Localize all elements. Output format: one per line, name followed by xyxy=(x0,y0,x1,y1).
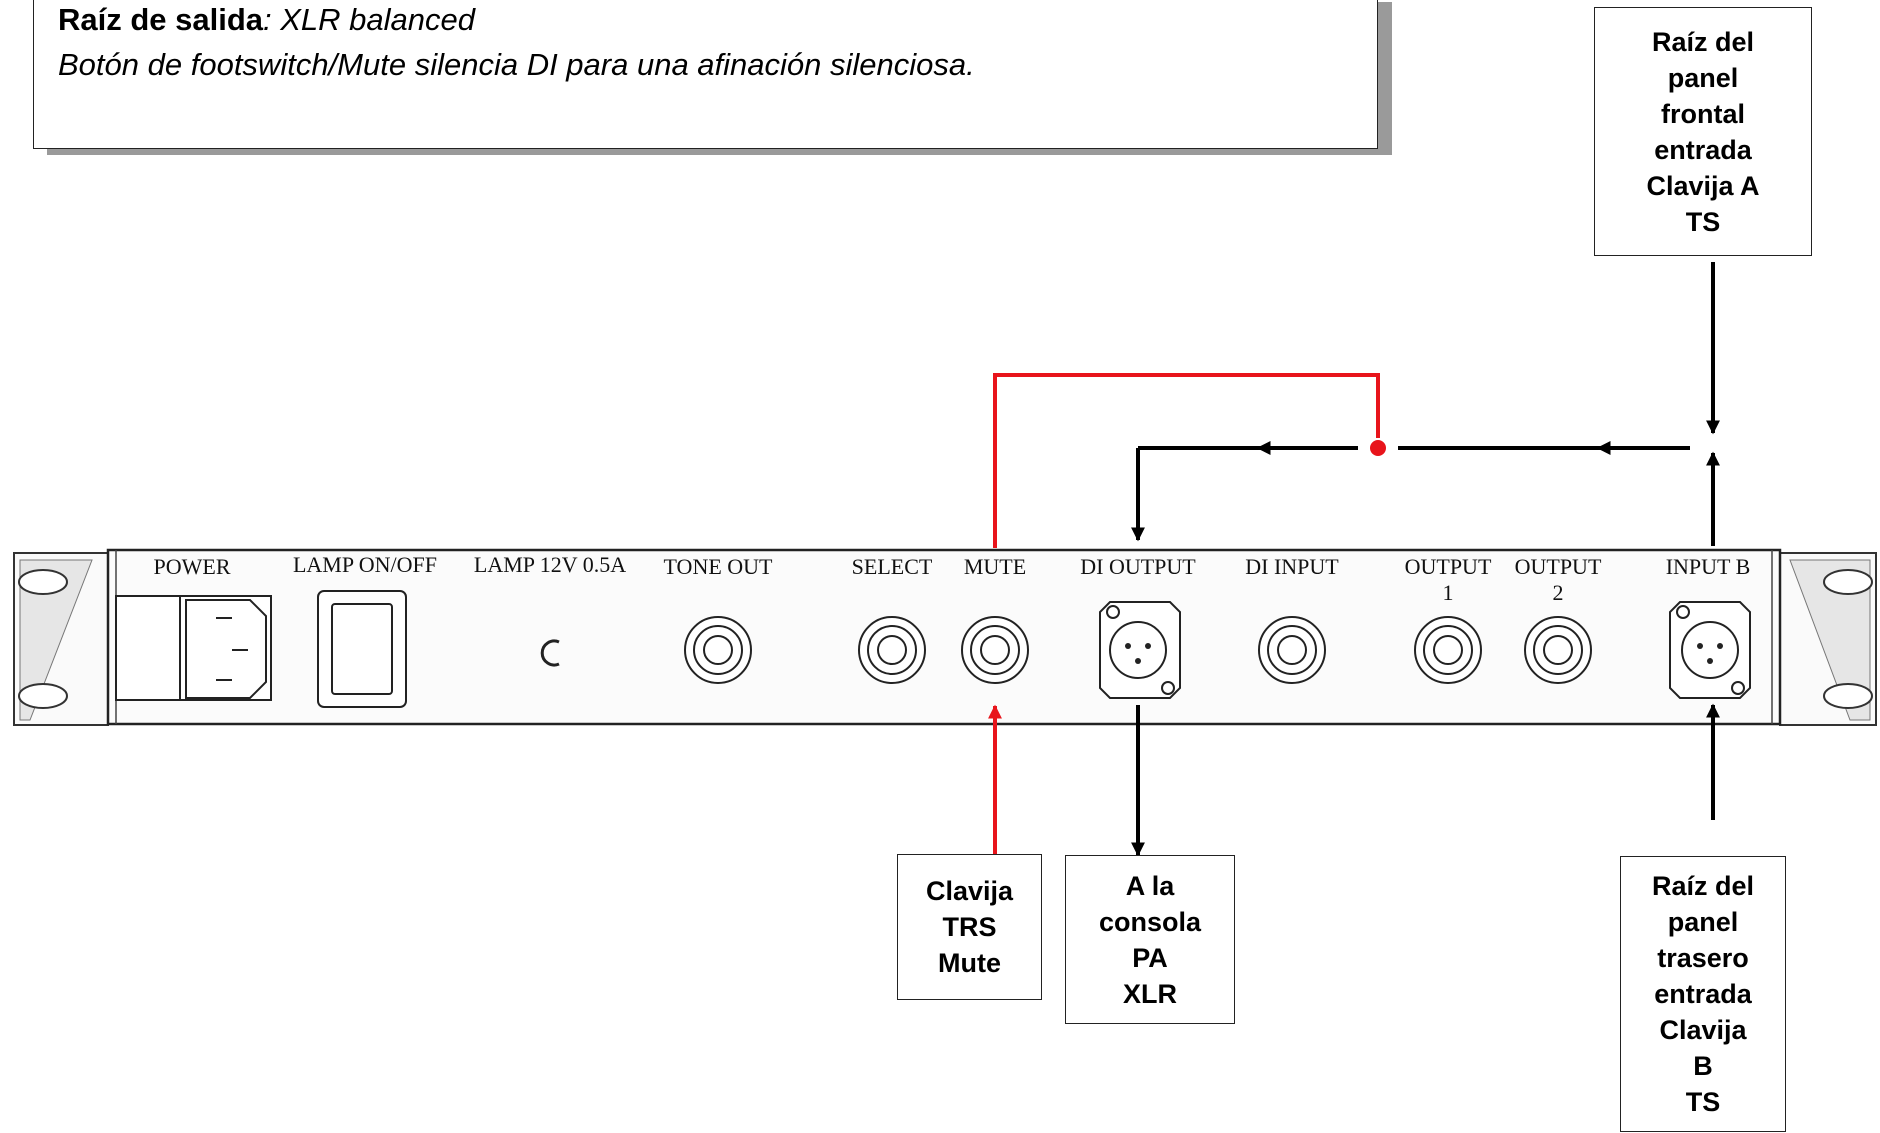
rack-hole-icon xyxy=(18,683,68,709)
label-di-input: DI INPUT xyxy=(1245,554,1339,579)
rack-hole-icon xyxy=(1823,569,1873,595)
info-title: Raíz de salida xyxy=(58,2,264,37)
rack-hole-icon xyxy=(1823,683,1873,709)
lamp-socket-icon xyxy=(540,639,560,667)
mute-junction-dot xyxy=(1370,440,1386,456)
jack-mute-icon xyxy=(961,616,1029,684)
rack-ear-right xyxy=(1779,552,1877,726)
label-output-1-number: 1 xyxy=(1443,580,1454,605)
label-mute: MUTE xyxy=(964,554,1026,579)
info-title-value: : XLR balanced xyxy=(263,2,476,37)
mute-path xyxy=(988,373,1380,856)
lamp-switch-icon xyxy=(317,590,407,708)
callout-mute-jack: Clavija TRS Mute xyxy=(897,854,1042,1000)
info-line-1: Raíz de salida: XLR balanced xyxy=(58,0,1377,42)
label-power: POWER xyxy=(154,554,231,579)
jack-select-icon xyxy=(858,616,926,684)
rack-hole-icon xyxy=(18,569,68,595)
callout-rear-input: Raíz del panel trasero entrada Clavija B… xyxy=(1620,856,1786,1132)
callout-front-input: Raíz del panel frontal entrada Clavija A… xyxy=(1594,7,1812,256)
label-di-output: DI OUTPUT xyxy=(1080,554,1196,579)
info-box: Raíz de salida: XLR balanced Botón de fo… xyxy=(33,0,1378,149)
label-select: SELECT xyxy=(852,554,933,579)
callout-to-console: A la consola PA XLR xyxy=(1065,855,1235,1024)
label-lamp-socket: LAMP 12V 0.5A xyxy=(474,552,626,577)
jack-output-1-icon xyxy=(1414,616,1482,684)
xlr-di-output-icon xyxy=(1099,601,1181,699)
power-inlet-icon xyxy=(115,595,272,701)
label-input-b: INPUT B xyxy=(1666,554,1751,579)
label-lamp-switch: LAMP ON/OFF xyxy=(293,552,437,577)
info-line-2: Botón de footswitch/Mute silencia DI par… xyxy=(58,42,1377,87)
info-description: Botón de footswitch/Mute silencia DI par… xyxy=(58,47,975,82)
jack-di-input-icon xyxy=(1258,616,1326,684)
rack-ear-left xyxy=(13,552,109,726)
label-output-2-number: 2 xyxy=(1553,580,1564,605)
jack-output-2-icon xyxy=(1524,616,1592,684)
jack-tone-out-icon xyxy=(684,616,752,684)
mute-loop-line xyxy=(993,373,1380,548)
xlr-input-b-icon xyxy=(1669,601,1751,699)
label-output-2: OUTPUT xyxy=(1515,554,1602,579)
label-tone-out: TONE OUT xyxy=(664,554,774,579)
label-output-1: OUTPUT xyxy=(1405,554,1492,579)
signal-path xyxy=(1131,262,1720,857)
